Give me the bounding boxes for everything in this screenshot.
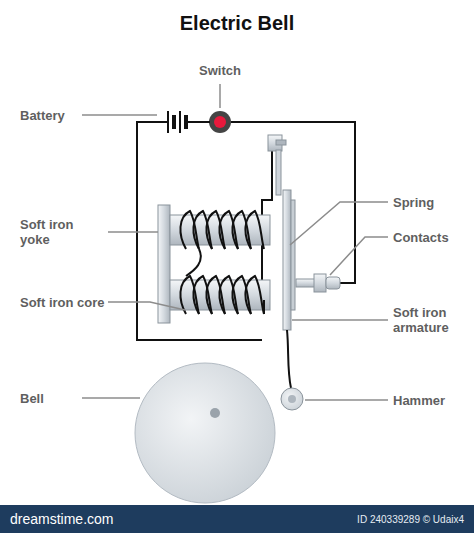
hammer (288, 395, 296, 403)
coil-turn (245, 211, 264, 249)
watermark-text: dreamstime.com (10, 512, 210, 527)
diagram-title: Electric Bell (0, 12, 474, 35)
leader-line (82, 84, 388, 400)
soft-iron-armature (283, 190, 291, 330)
part-label: Soft iron core (20, 295, 106, 310)
spring-clamp (268, 135, 286, 195)
part-label: Spring (393, 195, 469, 210)
watermark-text: ID 240339289 © Udaix4 (264, 512, 464, 527)
contact-screw (296, 274, 340, 292)
part-label: Hammer (393, 393, 469, 408)
switch-symbol (209, 111, 232, 133)
part-label: Switch (195, 63, 245, 78)
battery-symbol (160, 111, 210, 133)
circuit-wire (137, 122, 355, 340)
coil-lead (186, 249, 264, 314)
bell-gong (135, 363, 275, 503)
coil-turn (245, 276, 264, 314)
coil-winding (180, 211, 264, 314)
spring-strip (291, 200, 295, 310)
bell-bolt (210, 408, 220, 418)
hammer (281, 388, 303, 410)
hammer-rod (287, 330, 291, 388)
part-label: Soft iron armature (393, 305, 469, 335)
part-label: Contacts (393, 230, 469, 245)
part-label: Soft iron yoke (20, 217, 106, 247)
part-label: Bell (20, 391, 80, 406)
part-label: Battery (20, 108, 80, 123)
